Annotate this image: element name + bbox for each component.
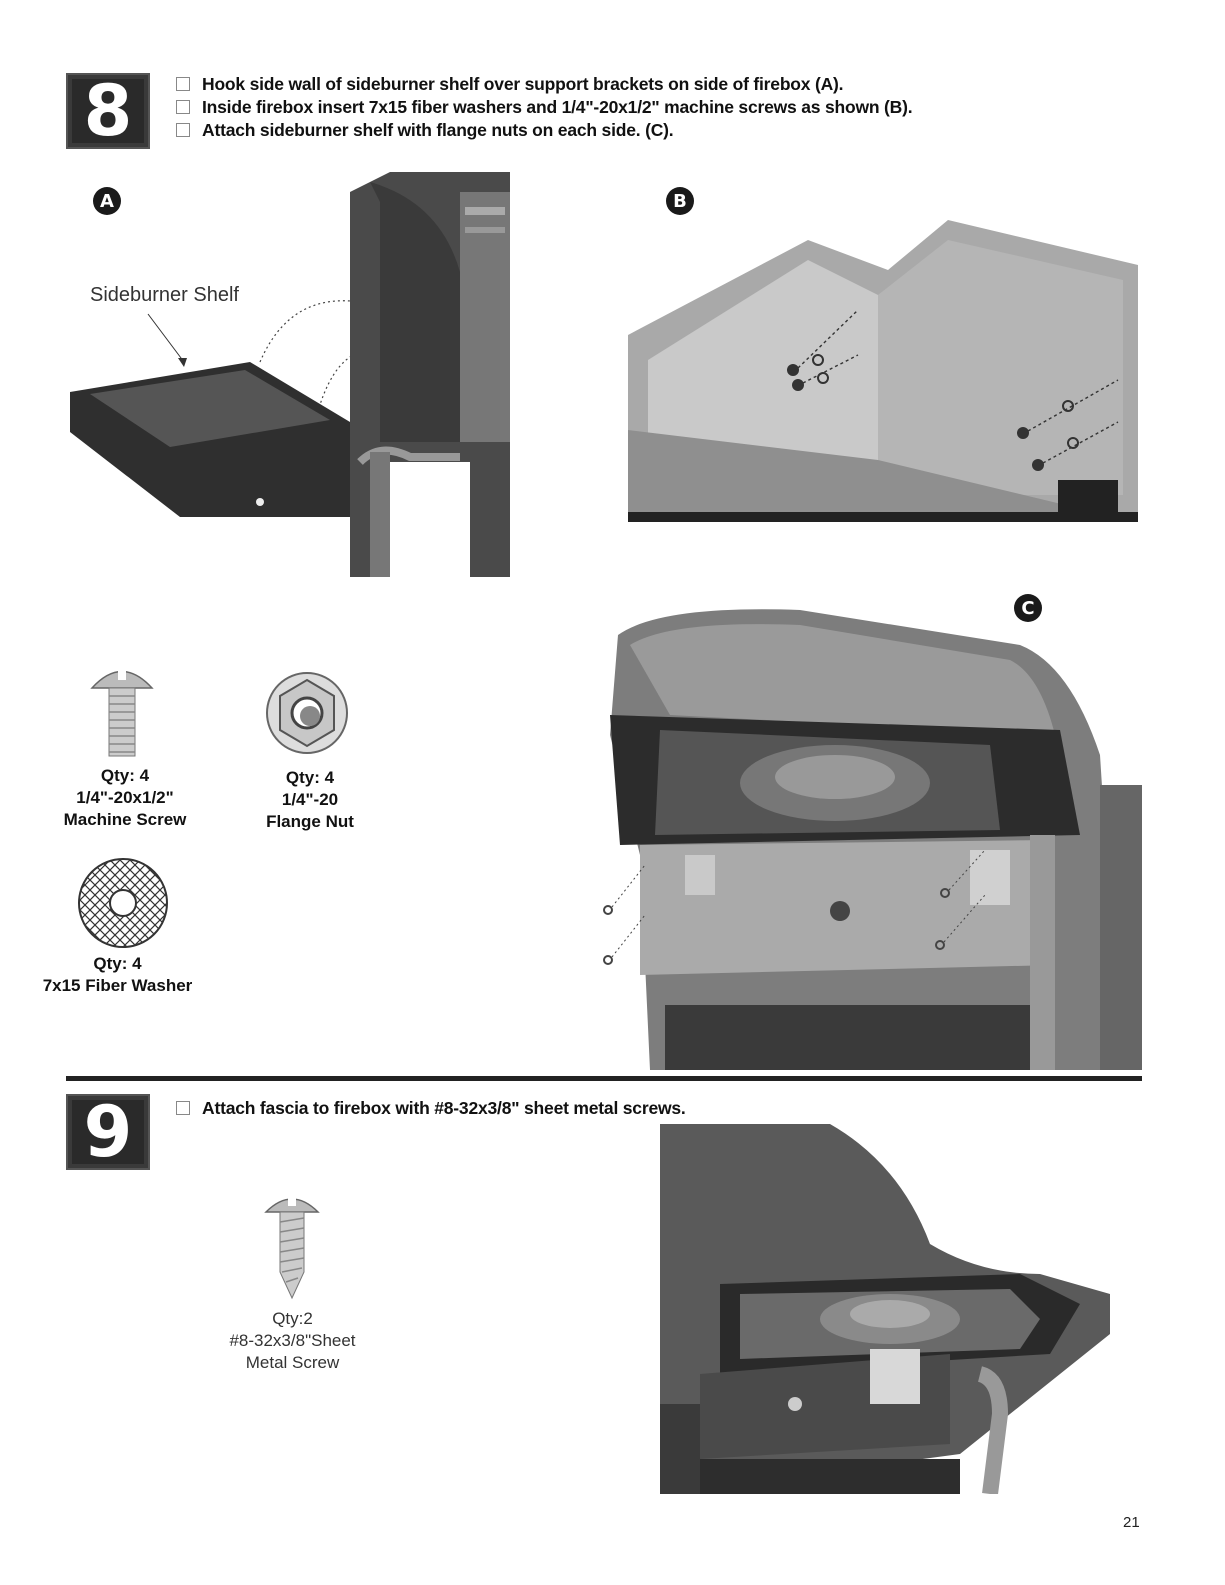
fiber-washer-icon (78, 858, 168, 948)
sheet-metal-screw-label: Qty:2 #8-32x3/8"Sheet Metal Screw (200, 1308, 385, 1374)
checkbox-icon[interactable] (176, 1101, 190, 1115)
fiber-washer-label: Qty: 4 7x15 Fiber Washer (30, 953, 205, 997)
flange-nut-label: Qty: 4 1/4"-20 Flange Nut (230, 767, 390, 833)
figure-a-label: A (93, 187, 121, 215)
flange-nut-name: Flange Nut (266, 812, 354, 831)
machine-screw-icon (90, 668, 154, 757)
instruction-item: Attach fascia to firebox with #8-32x3/8"… (176, 1097, 736, 1120)
machine-screw-name: Machine Screw (63, 810, 187, 829)
flange-nut-qty: Qty: 4 (285, 768, 335, 787)
step-9-number: 9 (83, 1091, 133, 1173)
machine-screw-qty: Qty: 4 (100, 766, 150, 785)
sheet-metal-screw-icon (264, 1196, 320, 1300)
sheet-metal-screw-name: Metal Screw (245, 1353, 340, 1372)
section-divider (66, 1076, 1142, 1081)
flange-nut-icon (266, 672, 348, 754)
page-number: 21 (1123, 1514, 1140, 1531)
fiber-washer-name: 7x15 Fiber Washer (42, 976, 193, 995)
fiber-washer-qty: Qty: 4 (93, 954, 142, 973)
step-9-instructions: Attach fascia to firebox with #8-32x3/8"… (176, 1097, 736, 1120)
sheet-metal-screw-qty: Qty:2 (272, 1309, 313, 1328)
figure-b-label: B (666, 187, 694, 215)
figure-a-illustration (70, 172, 510, 577)
step-8-badge: 8 (66, 70, 150, 152)
machine-screw-label: Qty: 4 1/4"-20x1/2" Machine Screw (45, 765, 205, 831)
instruction-item: Inside firebox insert 7x15 fiber washers… (176, 96, 936, 119)
checkbox-icon[interactable] (176, 123, 190, 137)
figure-c-label: C (1014, 594, 1042, 622)
instruction-item: Hook side wall of sideburner shelf over … (176, 73, 936, 96)
sheet-metal-screw-size: #8-32x3/8"Sheet (229, 1331, 356, 1350)
step-9-illustration (660, 1124, 1114, 1494)
checkbox-icon[interactable] (176, 100, 190, 114)
figure-c-illustration (603, 609, 1142, 1070)
flange-nut-size: 1/4"-20 (281, 790, 339, 809)
machine-screw-size: 1/4"-20x1/2" (76, 788, 174, 807)
step-9-badge: 9 (66, 1091, 150, 1173)
instruction-item: Attach sideburner shelf with flange nuts… (176, 119, 936, 142)
step-8-number: 8 (83, 70, 133, 152)
step-8-instructions: Hook side wall of sideburner shelf over … (176, 73, 936, 142)
sideburner-shelf-callout: Sideburner Shelf (90, 284, 239, 306)
checkbox-icon[interactable] (176, 77, 190, 91)
figure-b-illustration (628, 220, 1138, 522)
